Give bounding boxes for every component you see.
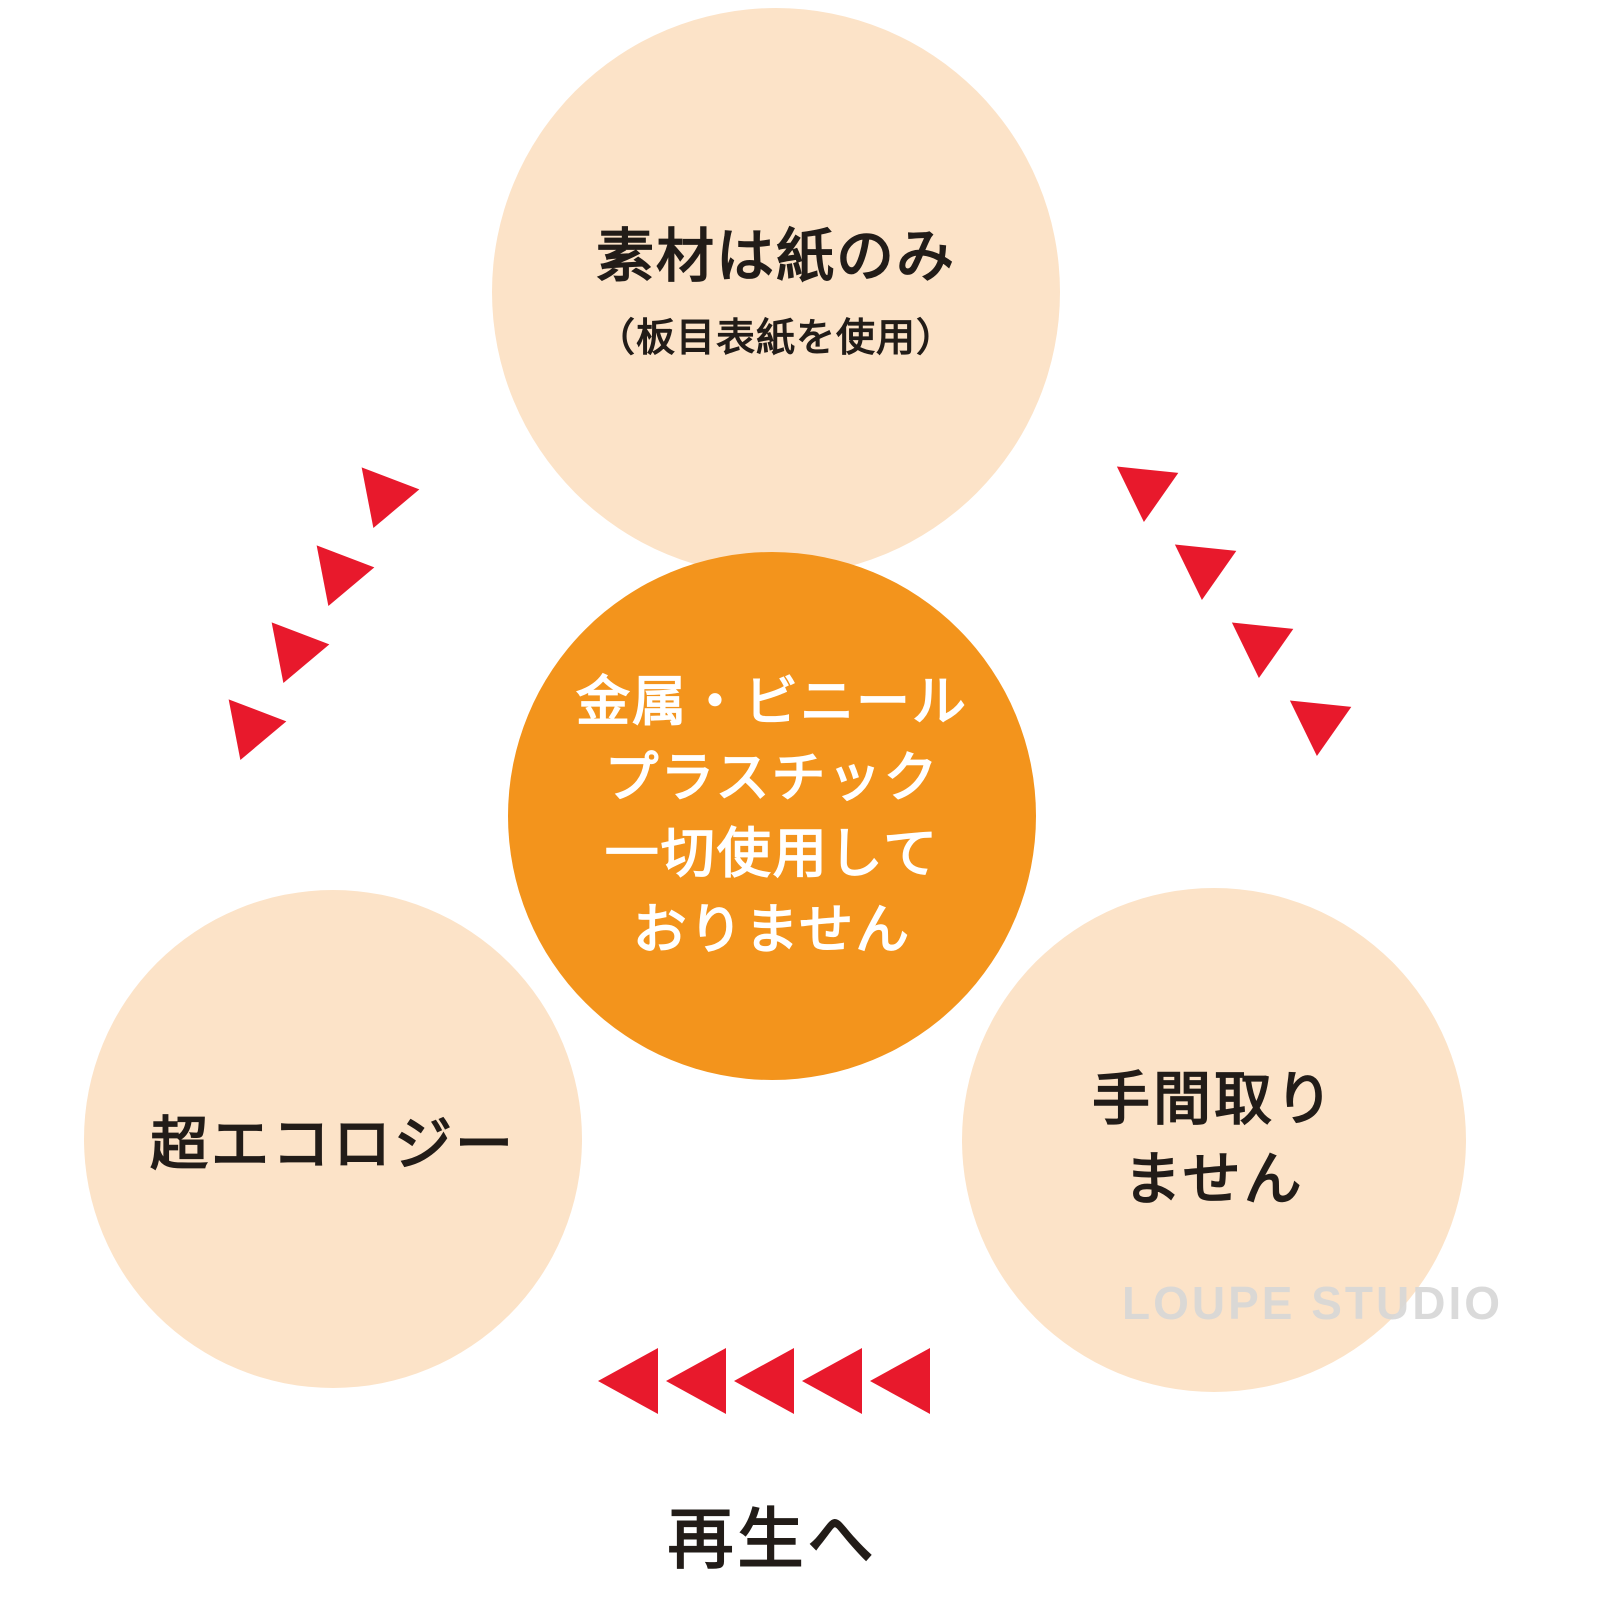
arrow-triangle-icon <box>293 526 375 606</box>
left-circle-title: 超エコロジー <box>149 1112 516 1177</box>
center-circle: 金属・ビニール プラスチック 一切使用して おりません <box>508 552 1036 1080</box>
arrow-triangle-icon <box>1214 597 1294 679</box>
arrow-triangle-icon <box>666 1348 726 1414</box>
right-circle-line: 手間取り <box>1091 1067 1336 1132</box>
center-circle-line: プラスチック <box>604 748 940 808</box>
arrow-triangle-icon <box>1157 519 1237 601</box>
right-circle: 手間取り ません <box>962 888 1466 1392</box>
top-circle-title: 素材は紙のみ <box>595 223 956 289</box>
arrow-triangle-icon <box>248 603 330 683</box>
left-circle: 超エコロジー <box>84 890 582 1388</box>
top-circle-subtitle: （板目表紙を使用） <box>595 317 956 361</box>
watermark-text: LOUPE STUDIO <box>1122 1277 1504 1329</box>
arrow-triangle-icon <box>205 680 287 760</box>
arrow-triangle-icon <box>1099 441 1179 523</box>
arrow-triangle-icon <box>338 448 420 528</box>
arrow-triangle-icon <box>802 1348 862 1414</box>
right-circle-line: ません <box>1123 1147 1305 1212</box>
center-circle-line: おりません <box>632 900 912 960</box>
arrow-triangle-icon <box>734 1348 794 1414</box>
top-circle: 素材は紙のみ （板目表紙を使用） <box>492 8 1060 576</box>
arrow-triangle-icon <box>870 1348 930 1414</box>
center-circle-line: 金属・ビニール <box>576 672 968 732</box>
recycle-label: 再生へ <box>667 1502 878 1576</box>
arrow-triangle-icon <box>598 1348 658 1414</box>
arrow-triangle-icon <box>1272 675 1352 757</box>
center-circle-line: 一切使用して <box>604 824 940 884</box>
